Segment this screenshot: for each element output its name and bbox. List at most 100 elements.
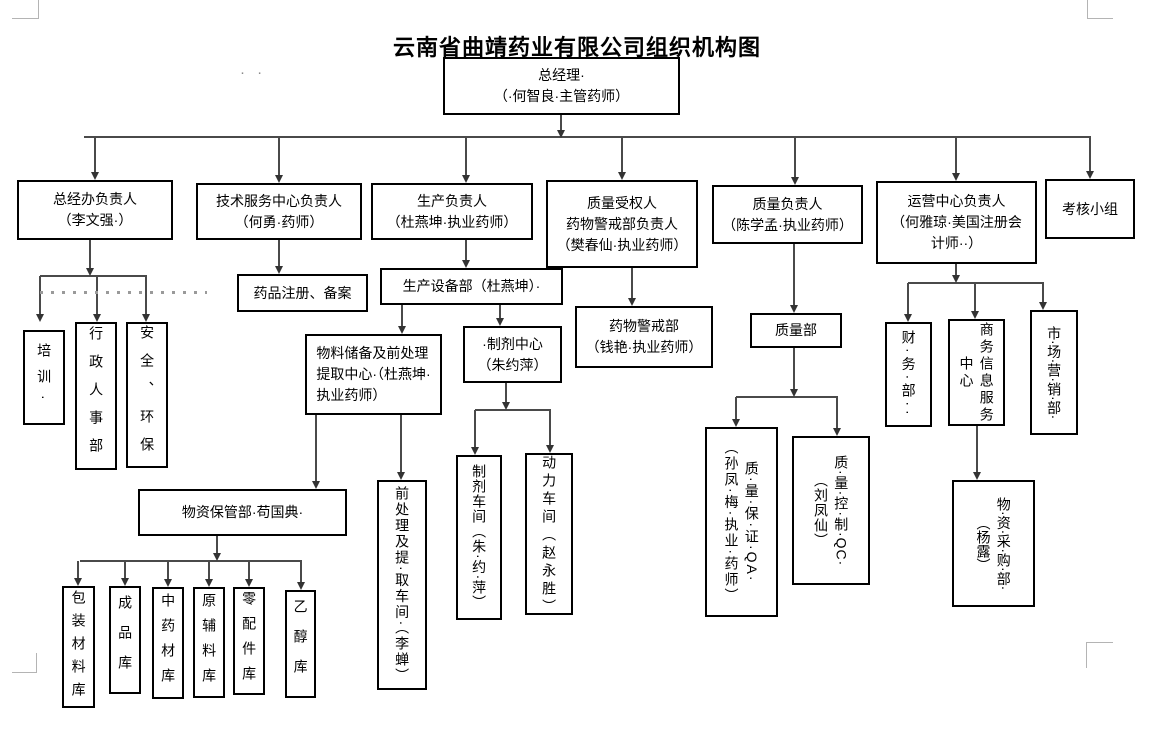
node-label: 质量受权人 药物警戒部负责人 （樊春仙·执业药师）	[556, 194, 688, 253]
connector-line	[278, 240, 280, 267]
node-operations-center-head: 运营中心负责人 （何雅琼·美国注册会 计师··）	[876, 181, 1037, 264]
node-label: 市·场·营·销·部·	[1046, 325, 1063, 420]
node-finished-goods-warehouse: 成品库	[109, 586, 141, 694]
node-label: 商务信息服务 中心	[958, 321, 995, 424]
arrowhead	[245, 579, 253, 587]
node-quality-assurance-qa: 质·量·保·证·QA· （孙凤·梅·执业·药师）	[705, 427, 778, 617]
connector-line	[208, 561, 210, 580]
connector-line	[793, 348, 795, 390]
dotted-connector-line	[40, 291, 207, 294]
arrowhead	[791, 177, 799, 185]
connector-line	[474, 410, 476, 448]
node-quality-dept: 质量部	[750, 313, 842, 348]
arrowhead	[732, 419, 740, 427]
arrowhead	[74, 578, 82, 586]
connector-line	[77, 561, 79, 579]
node-label: 总经办负责人 （李文强·）	[53, 191, 137, 228]
arrowhead	[973, 472, 981, 480]
arrowhead	[398, 326, 406, 334]
node-training: 培训·	[23, 330, 65, 425]
arrowhead	[462, 175, 470, 183]
connector-line	[401, 305, 403, 327]
connector-line	[793, 244, 795, 306]
arrowhead	[628, 298, 636, 306]
arrowhead	[86, 268, 94, 276]
node-safety-environment: 安全、环保	[126, 322, 168, 468]
connector-line	[908, 282, 1044, 284]
arrowhead	[275, 175, 283, 183]
connector-line	[300, 561, 302, 583]
arrowhead	[952, 173, 960, 181]
arrowhead	[164, 579, 172, 587]
node-marketing-dept: 市·场·营·销·部·	[1030, 310, 1078, 435]
connector-line	[465, 240, 467, 261]
node-material-prep-extraction-center: 物料储备及前处理 提取中心·（杜燕坤· 执业药师）	[305, 334, 442, 415]
node-material-purchasing-dept: 物·资·采·购·部· （杨露）	[952, 480, 1035, 607]
arrowhead	[1086, 171, 1094, 179]
page-title: 云南省曲靖药业有限公司组织机构图	[392, 35, 761, 60]
node-label: 技术服务中心负责人 （何勇·药师）	[216, 192, 342, 230]
arrowhead	[790, 389, 798, 397]
connector-line	[40, 275, 147, 277]
arrowhead	[557, 130, 565, 138]
node-business-info-service-center: 商务信息服务 中心	[948, 319, 1005, 426]
arrowhead	[142, 314, 150, 322]
arrowhead	[205, 579, 213, 587]
formatting-marks: · ·	[240, 64, 267, 81]
connector-line	[955, 138, 957, 174]
node-quality-control-qc: 质·量·控·制·QC· （刘凤仙）	[792, 436, 870, 585]
node-label: 质·量·控·制·QC· （刘凤仙）	[813, 454, 850, 567]
node-quality-head: 质量负责人 （陈学孟·执业药师）	[712, 185, 863, 244]
node-label: ·制剂中心 （朱约萍）	[477, 335, 548, 373]
node-pretreatment-extraction-workshop: 前处理及提·取车间·（李蝉）	[377, 480, 427, 690]
arrowhead	[546, 445, 554, 453]
connector-line	[124, 561, 126, 579]
node-label: 药品注册、备案	[253, 284, 352, 301]
node-quality-authorized-person: 质量受权人 药物警戒部负责人 （樊春仙·执业药师）	[546, 180, 698, 268]
node-material-storage-dept: 物资保管部·苟国典·	[138, 489, 347, 536]
node-label: 乙醇库	[292, 599, 309, 689]
connector-line	[1042, 283, 1044, 303]
node-label: 生产设备部（杜燕坤）·	[402, 278, 541, 294]
node-chinese-herb-warehouse: 中药材库	[152, 587, 184, 699]
connector-line	[248, 561, 250, 580]
connector-line	[89, 240, 91, 269]
node-power-workshop: 动力车间（赵永胜）	[525, 453, 573, 617]
connector-line	[505, 383, 507, 403]
arrowhead	[397, 472, 405, 480]
node-label: 物资保管部·苟国典·	[181, 504, 304, 520]
corner-mark-top-left	[12, 0, 39, 19]
connector-line	[216, 536, 218, 554]
connector-line	[736, 396, 838, 398]
node-tech-service-center-head: 技术服务中心负责人 （何勇·药师）	[196, 183, 362, 240]
arrowhead	[833, 428, 841, 436]
node-label: 考核小组	[1062, 200, 1118, 217]
node-pharmacovigilance-dept: 药物警戒部 （钱艳·执业药师）	[575, 306, 713, 368]
connector-line	[499, 305, 501, 319]
node-label: 药物警戒部 （钱艳·执业药师）	[585, 318, 703, 355]
node-drug-registration: 药品注册、备案	[237, 274, 368, 312]
connector-line	[39, 276, 41, 315]
connector-line	[84, 136, 1091, 138]
node-label: 物·资·采·购·部· （杨露）	[975, 496, 1012, 591]
connector-line	[621, 138, 623, 173]
node-label: 物料储备及前处理 提取中心·（杜燕坤· 执业药师）	[316, 345, 431, 403]
node-finance-dept: 财·务·部··	[885, 322, 932, 427]
node-packaging-material-warehouse: 包装材料库	[62, 586, 95, 708]
connector-line	[836, 397, 838, 429]
connector-line	[794, 138, 796, 178]
arrowhead	[121, 578, 129, 586]
node-ethanol-warehouse: 乙醇库	[285, 590, 316, 698]
node-raw-auxiliary-warehouse: 原辅料库	[193, 587, 225, 698]
node-label: 质·量·保·证·QA· （孙凤·梅·执业·药师）	[723, 440, 760, 604]
connector-line	[400, 415, 402, 473]
node-spare-parts-warehouse: 零配件库	[233, 587, 265, 695]
connector-line	[549, 410, 551, 446]
node-label: 制剂车间（朱·约·萍）	[471, 464, 488, 611]
arrowhead	[790, 305, 798, 313]
connector-line	[475, 409, 551, 411]
node-production-equipment-dept: 生产设备部（杜燕坤）·	[380, 268, 563, 305]
node-assessment-team: 考核小组	[1045, 179, 1135, 239]
arrowhead	[297, 582, 305, 590]
connector-line	[315, 415, 317, 482]
